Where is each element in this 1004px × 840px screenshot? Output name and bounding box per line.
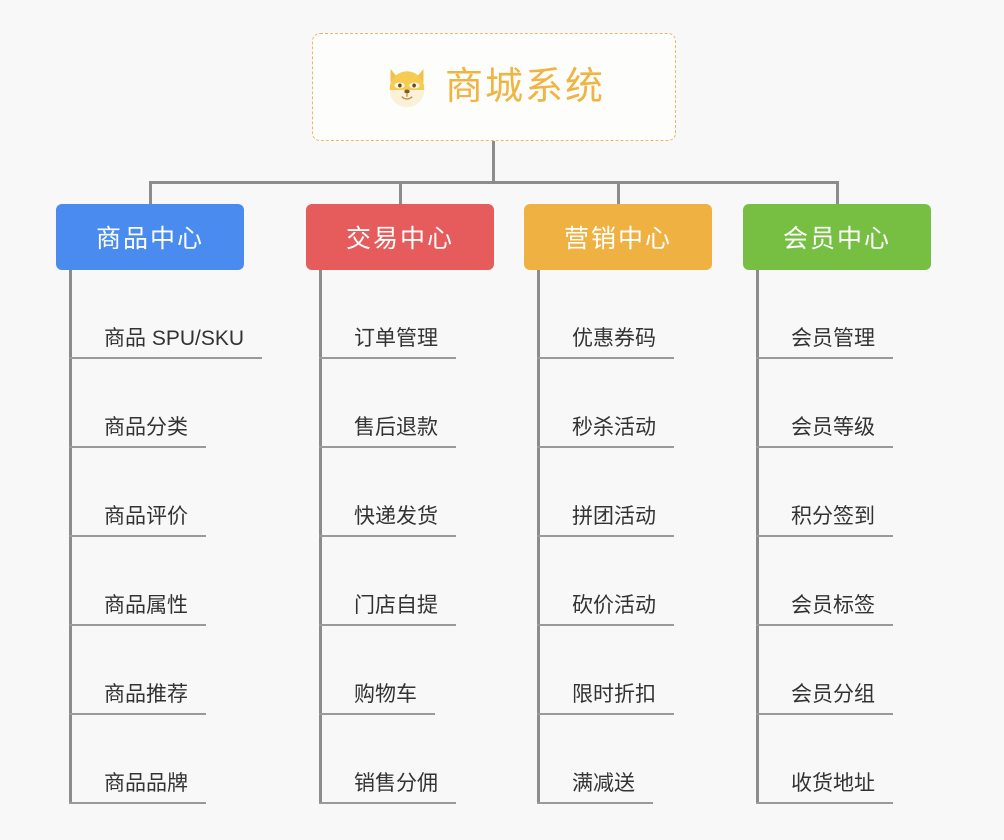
list-item[interactable]: 售后退款	[319, 359, 494, 448]
list-item[interactable]: 砍价活动	[537, 537, 712, 626]
leaf-label: 快递发货	[319, 505, 456, 537]
branch-leaves-1: 商品 SPU/SKU 商品分类 商品评价 商品属性 商品推荐 商品品牌	[69, 270, 263, 804]
branch-header-4[interactable]: 会员中心	[743, 204, 931, 270]
list-item[interactable]: 商品分类	[69, 359, 262, 448]
list-item[interactable]: 快递发货	[319, 448, 494, 537]
branch-header-2[interactable]: 交易中心	[306, 204, 494, 270]
branch-leaves-4: 会员管理 会员等级 积分签到 会员标签 会员分组 收货地址	[756, 270, 931, 804]
branch-header-3[interactable]: 营销中心	[524, 204, 712, 270]
list-item[interactable]: 商品品牌	[69, 715, 262, 804]
list-item[interactable]: 会员标签	[756, 537, 931, 626]
connector-branch-drop-4	[836, 181, 839, 206]
list-item[interactable]: 商品评价	[69, 448, 262, 537]
leaf-label: 满减送	[537, 772, 653, 804]
leaf-label: 会员管理	[756, 327, 893, 359]
connector-branch-drop-2	[399, 181, 402, 206]
leaf-label: 收货地址	[756, 772, 893, 804]
branch-leaves-2: 订单管理 售后退款 快递发货 门店自提 购物车 销售分佣	[319, 270, 494, 804]
leaf-label: 订单管理	[319, 327, 456, 359]
leaf-label: 商品属性	[69, 594, 206, 626]
leaf-label: 会员等级	[756, 416, 893, 448]
leaf-label: 商品分类	[69, 416, 206, 448]
leaf-spine-1	[69, 270, 72, 804]
branch-column-3: 营销中心 优惠券码 秒杀活动 拼团活动 砍价活动 限时折扣 满减送	[524, 204, 712, 804]
list-item[interactable]: 门店自提	[319, 537, 494, 626]
list-item[interactable]: 商品 SPU/SKU	[69, 270, 263, 359]
connector-branch-drop-1	[149, 181, 152, 206]
leaf-label: 积分签到	[756, 505, 893, 537]
leaf-label: 会员分组	[756, 683, 893, 715]
root-label: 商城系统	[444, 66, 605, 108]
root-node[interactable]: 商城系统	[312, 33, 676, 141]
leaf-label: 销售分佣	[319, 772, 456, 804]
branch-header-1[interactable]: 商品中心	[56, 204, 244, 270]
list-item[interactable]: 销售分佣	[319, 715, 494, 804]
leaf-spine-2	[319, 270, 322, 804]
leaf-label: 限时折扣	[537, 683, 674, 715]
leaf-label: 商品品牌	[69, 772, 206, 804]
list-item[interactable]: 限时折扣	[537, 626, 712, 715]
connector-branch-drop-3	[617, 181, 620, 206]
list-item[interactable]: 积分签到	[756, 448, 931, 537]
branch-column-1: 商品中心 商品 SPU/SKU 商品分类 商品评价 商品属性 商品推荐 商品品牌	[56, 204, 263, 804]
shiba-dog-icon	[383, 63, 431, 111]
leaf-label: 售后退款	[319, 416, 456, 448]
leaf-spine-4	[756, 270, 759, 804]
list-item[interactable]: 商品属性	[69, 537, 262, 626]
leaf-label: 门店自提	[319, 594, 456, 626]
list-item[interactable]: 拼团活动	[537, 448, 712, 537]
list-item[interactable]: 收货地址	[756, 715, 931, 804]
leaf-label: 砍价活动	[537, 594, 674, 626]
connector-bus	[150, 181, 838, 184]
leaf-label: 商品评价	[69, 505, 206, 537]
leaf-label: 购物车	[319, 683, 435, 715]
leaf-label: 会员标签	[756, 594, 893, 626]
list-item[interactable]: 优惠券码	[537, 270, 712, 359]
list-item[interactable]: 购物车	[319, 626, 494, 715]
list-item[interactable]: 订单管理	[319, 270, 494, 359]
list-item[interactable]: 秒杀活动	[537, 359, 712, 448]
connector-root-stem	[492, 141, 495, 184]
leaf-label: 商品 SPU/SKU	[69, 327, 263, 359]
branch-column-4: 会员中心 会员管理 会员等级 积分签到 会员标签 会员分组 收货地址	[743, 204, 931, 804]
leaf-label: 秒杀活动	[537, 416, 674, 448]
list-item[interactable]: 会员分组	[756, 626, 931, 715]
leaf-label: 商品推荐	[69, 683, 206, 715]
leaf-spine-3	[537, 270, 540, 804]
leaf-label: 拼团活动	[537, 505, 674, 537]
list-item[interactable]: 满减送	[537, 715, 712, 804]
branch-leaves-3: 优惠券码 秒杀活动 拼团活动 砍价活动 限时折扣 满减送	[537, 270, 712, 804]
list-item[interactable]: 商品推荐	[69, 626, 262, 715]
leaf-label: 优惠券码	[537, 327, 674, 359]
list-item[interactable]: 会员管理	[756, 270, 931, 359]
branch-column-2: 交易中心 订单管理 售后退款 快递发货 门店自提 购物车 销售分佣	[306, 204, 494, 804]
list-item[interactable]: 会员等级	[756, 359, 931, 448]
